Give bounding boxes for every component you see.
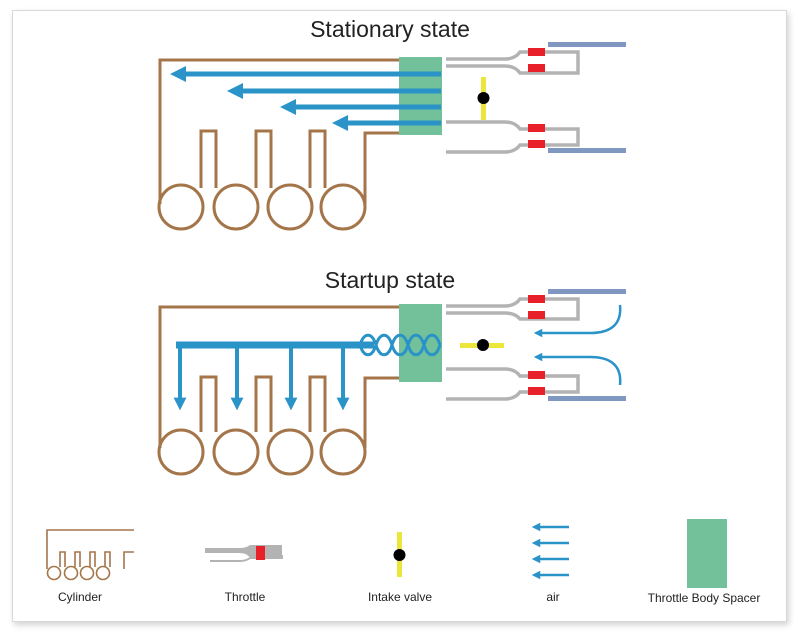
legend-spacer-icon (687, 519, 727, 588)
startup-flange-upper (548, 289, 626, 294)
startup-cylinder-manifold (157, 305, 400, 476)
legend-intake-valve-label: Intake valve (368, 590, 432, 604)
startup-swirl-air (358, 333, 442, 357)
stationary-throttle-lower (446, 120, 580, 154)
legend-cylinder-label: Cylinder (58, 590, 102, 604)
legend-air-icon (531, 522, 569, 580)
startup-throttle-body-spacer (399, 304, 442, 382)
startup-flange-lower (548, 396, 626, 401)
startup-incoming-air (533, 304, 622, 386)
stationary-flange-upper (548, 42, 626, 47)
stationary-intake-valve (477, 77, 490, 120)
stationary-title: Stationary state (310, 16, 470, 42)
legend-air-label: air (546, 590, 559, 604)
stationary-throttle-upper (446, 48, 580, 75)
startup-title: Startup state (325, 267, 455, 293)
legend-throttle-label: Throttle (225, 590, 266, 604)
legend-spacer-label: Throttle Body Spacer (648, 591, 761, 605)
stationary-air-arrows (169, 65, 441, 132)
startup-intake-valve (460, 339, 504, 351)
stationary-cylinder-manifold (157, 58, 400, 231)
legend-throttle-icon (205, 545, 283, 562)
startup-throttle-lower (446, 367, 580, 401)
startup-throttle-upper (446, 295, 580, 321)
legend-intake-valve-icon (393, 532, 406, 577)
stationary-flange-lower (548, 148, 626, 153)
startup-air-arrows (173, 341, 374, 411)
legend-cylinder-icon (46, 529, 134, 581)
